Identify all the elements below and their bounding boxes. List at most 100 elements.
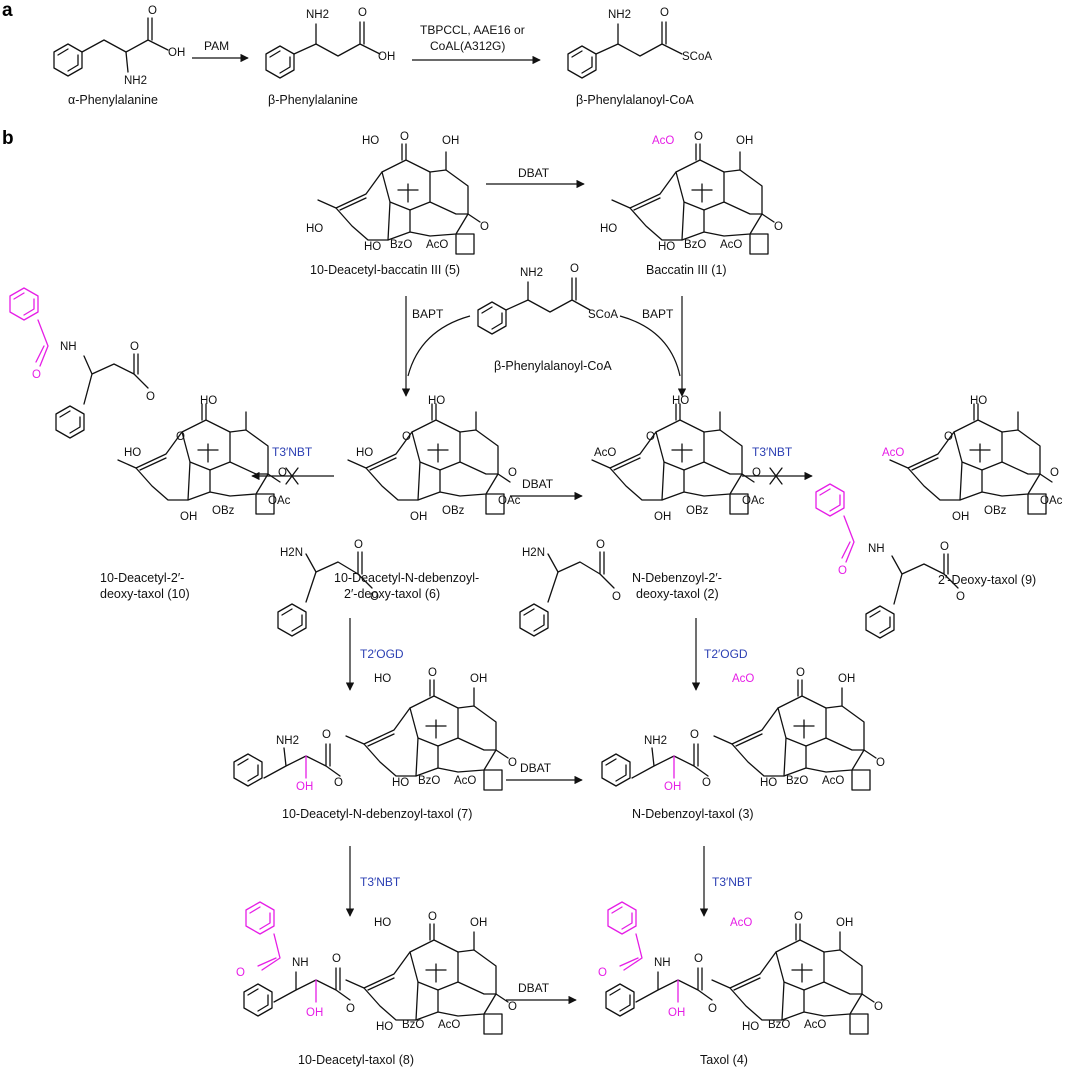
svg-text:BzO: BzO — [418, 775, 440, 787]
enzyme-label-ligase: TBPCCL, AAE16 or — [420, 23, 525, 37]
svg-text:O: O — [176, 431, 185, 443]
svg-text:O: O — [148, 5, 157, 17]
svg-text:HO: HO — [374, 917, 391, 929]
compound-label: α-Phenylalanine — [68, 93, 158, 107]
svg-text:OH: OH — [180, 511, 197, 523]
enzyme-label-t3nbt: T3′NBT — [752, 445, 793, 459]
svg-text:NH2: NH2 — [306, 9, 329, 21]
svg-text:HO: HO — [658, 241, 675, 253]
compound-label-5: 10-Deacetyl-baccatin III (5) — [310, 263, 460, 277]
enzyme-label-t3nbt: T3′NBT — [360, 875, 401, 889]
compound-label-2: deoxy-taxol (2) — [636, 587, 719, 601]
svg-text:OAc: OAc — [498, 495, 521, 507]
svg-text:O: O — [480, 221, 489, 233]
svg-text:O: O — [570, 263, 579, 275]
svg-text:O: O — [646, 431, 655, 443]
enzyme-label-dbat: DBAT — [518, 166, 550, 180]
svg-text:O: O — [694, 953, 703, 965]
svg-text:O: O — [596, 539, 605, 551]
cofactor-curve — [407, 315, 471, 377]
svg-text:AcO: AcO — [454, 775, 476, 787]
svg-text:O: O — [358, 7, 367, 19]
svg-text:O: O — [702, 777, 711, 789]
svg-text:HO: HO — [124, 447, 141, 459]
svg-text:HO: HO — [760, 777, 777, 789]
svg-text:O: O — [146, 391, 155, 403]
svg-text:HO: HO — [970, 395, 987, 407]
svg-text:NH2: NH2 — [520, 267, 543, 279]
svg-text:OH: OH — [668, 1007, 685, 1019]
svg-text:O: O — [876, 757, 885, 769]
structure-10-deacetyl-n-debenzoyl-taxol: HO O OH HO BzO AcO O — [345, 667, 517, 791]
enzyme-label-t3nbt: T3′NBT — [272, 445, 313, 459]
panel-label-b: b — [2, 128, 14, 149]
structure-cofactor-coa: NH2 O SCoA — [477, 263, 618, 335]
svg-text:HO: HO — [742, 1021, 759, 1033]
svg-text:NH: NH — [60, 341, 77, 353]
svg-text:O: O — [322, 729, 331, 741]
blocked-mark — [769, 467, 783, 485]
svg-text:OH: OH — [470, 917, 487, 929]
svg-text:O: O — [874, 1001, 883, 1013]
enzyme-label-t2ogd: T2′OGD — [704, 647, 748, 661]
svg-text:O: O — [752, 467, 761, 479]
compound-label-2: N-Debenzoyl-2′- — [632, 571, 722, 585]
svg-text:HO: HO — [600, 223, 617, 235]
compound-label-coa: β-Phenylalanoyl-CoA — [494, 359, 612, 373]
svg-text:NH2: NH2 — [124, 75, 147, 87]
svg-text:O: O — [428, 911, 437, 923]
structure-taxol: AcO O OH HO BzO AcO O — [711, 911, 883, 1035]
svg-text:NH: NH — [292, 957, 309, 969]
svg-text:AcO: AcO — [822, 775, 844, 787]
svg-text:O: O — [508, 1001, 517, 1013]
svg-text:O: O — [660, 7, 669, 19]
svg-text:BzO: BzO — [402, 1019, 424, 1031]
svg-text:AcO: AcO — [730, 917, 752, 929]
structure-sidechain-3: NH2 OH O O — [601, 729, 711, 793]
structure-10-deacetyl-n-debenzoyl-2-deoxy-taxol: HO O HO O OAc OBz OH — [347, 395, 521, 523]
svg-text:OBz: OBz — [442, 505, 465, 517]
panel-label-a: a — [2, 0, 13, 21]
compound-label-4: Taxol (4) — [700, 1053, 748, 1067]
svg-text:O: O — [598, 967, 607, 979]
svg-text:O: O — [370, 591, 379, 603]
svg-text:AcO: AcO — [720, 239, 742, 251]
structure-sidechain-10: O NH O O — [9, 287, 155, 439]
svg-text:O: O — [130, 341, 139, 353]
svg-text:AcO: AcO — [594, 447, 616, 459]
svg-text:OH: OH — [378, 51, 395, 63]
svg-text:O: O — [32, 369, 41, 381]
svg-text:AcO: AcO — [804, 1019, 826, 1031]
svg-text:OAc: OAc — [1040, 495, 1063, 507]
svg-text:NH: NH — [654, 957, 671, 969]
svg-text:O: O — [694, 131, 703, 143]
svg-text:OH: OH — [836, 917, 853, 929]
svg-text:AcO: AcO — [652, 135, 674, 147]
svg-text:HO: HO — [374, 673, 391, 685]
svg-text:O: O — [278, 467, 287, 479]
svg-text:OAc: OAc — [268, 495, 291, 507]
compound-label-9: 2′-Deoxy-taxol (9) — [938, 573, 1036, 587]
structure-10-deacetyl-2-deoxy-taxol: HO O HO O OAc OBz OH — [117, 395, 291, 523]
structure-sidechain-6: H2N O O — [277, 539, 379, 637]
svg-text:HO: HO — [200, 395, 217, 407]
structure-10-deacetyl-baccatin: HO O OH HO HO BzO AcO O — [306, 131, 489, 255]
structure-beta-phenylalanine: NH2 O OH — [265, 7, 395, 79]
svg-text:OH: OH — [664, 781, 681, 793]
enzyme-label-pam: PAM — [204, 39, 229, 53]
svg-text:OH: OH — [470, 673, 487, 685]
svg-text:O: O — [690, 729, 699, 741]
svg-text:O: O — [236, 967, 245, 979]
svg-text:NH2: NH2 — [608, 9, 631, 21]
svg-text:BzO: BzO — [786, 775, 808, 787]
structure-2-deoxy-taxol: AcO O HO O OAc OBz OH — [882, 395, 1063, 523]
enzyme-label-dbat: DBAT — [520, 761, 552, 775]
svg-text:AcO: AcO — [438, 1019, 460, 1031]
svg-text:O: O — [354, 539, 363, 551]
enzyme-label-bapt: BAPT — [412, 307, 444, 321]
compound-label-7: 10-Deacetyl-N-debenzoyl-taxol (7) — [282, 807, 472, 821]
svg-text:NH: NH — [868, 543, 885, 555]
svg-text:BzO: BzO — [684, 239, 706, 251]
svg-text:OAc: OAc — [742, 495, 765, 507]
svg-text:HO: HO — [356, 447, 373, 459]
